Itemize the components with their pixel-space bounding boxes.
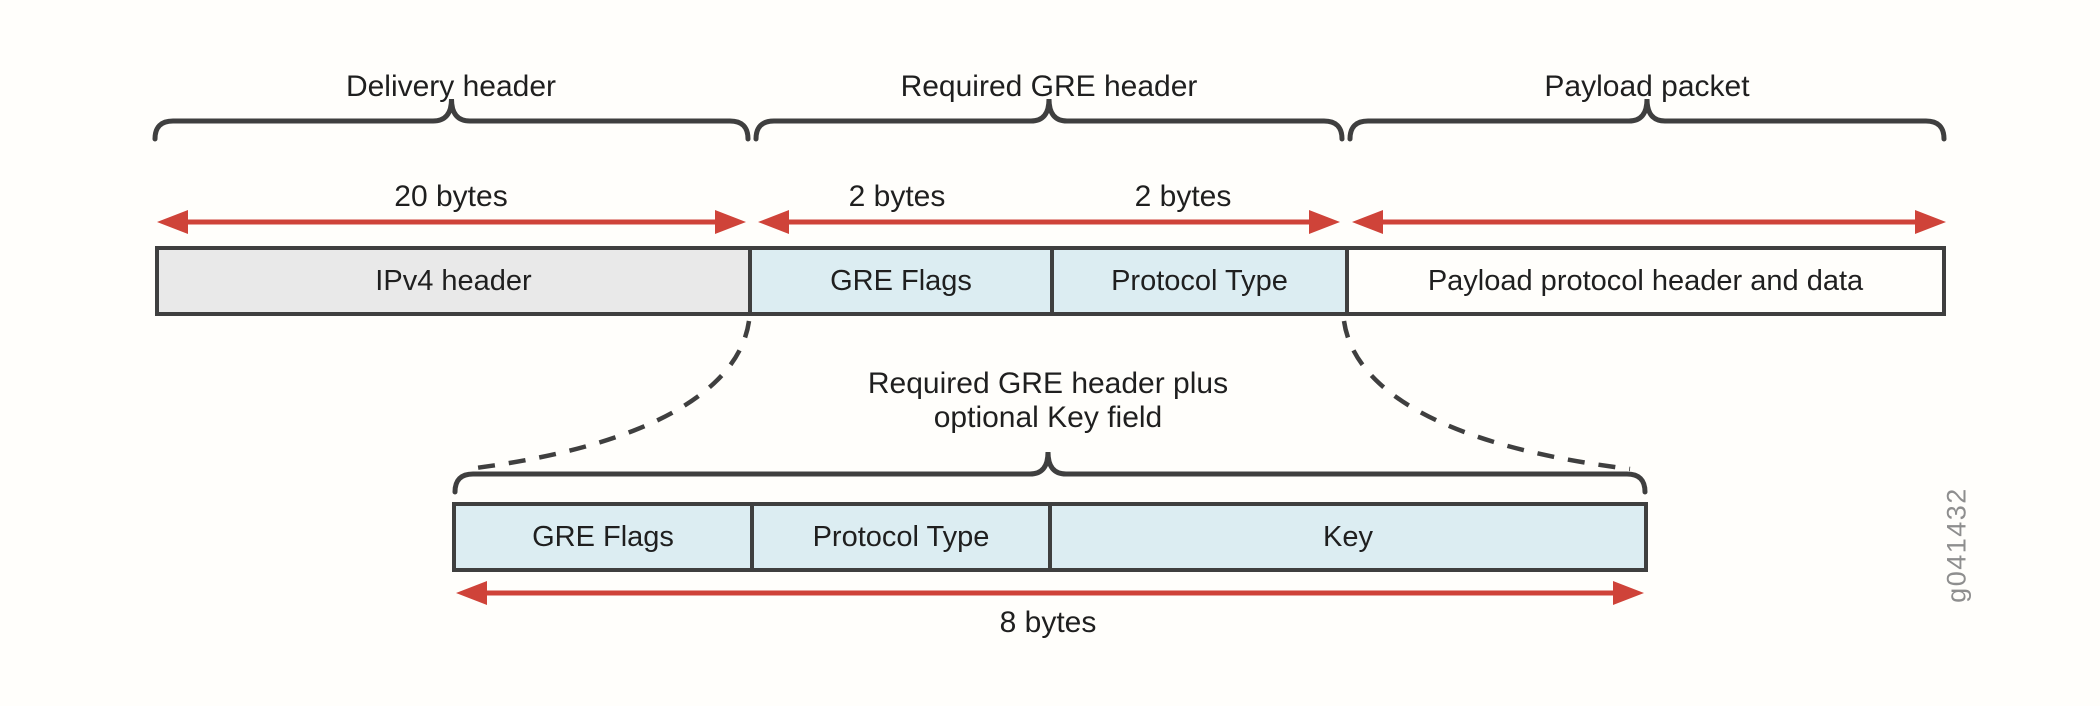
size-label-protocol-type-2-bytes: 2 bytes xyxy=(1134,180,1232,213)
field-box-ipv4-header: IPv4 header xyxy=(155,246,752,316)
arrow-gre-header-bytes xyxy=(758,210,1340,234)
section-label-payload-packet: Payload packet xyxy=(1544,70,1750,103)
figure-id-watermark: g041432 xyxy=(1941,487,1972,603)
size-label-gre-flags-2-bytes: 2 bytes xyxy=(848,180,946,213)
expanded-label-key: Key xyxy=(1323,520,1373,553)
expanded-box-protocol-type: Protocol Type xyxy=(750,502,1052,572)
brace-payload-packet xyxy=(1347,98,1947,142)
size-label-8-bytes: 8 bytes xyxy=(999,606,1097,639)
arrow-8-bytes xyxy=(456,581,1644,605)
expanded-label-gre-flags: GRE Flags xyxy=(532,520,674,553)
field-box-protocol-type: Protocol Type xyxy=(1050,246,1349,316)
brace-expanded-gre-header xyxy=(452,451,1648,495)
field-label-ipv4-header: IPv4 header xyxy=(375,264,532,297)
section-label-delivery-header: Delivery header xyxy=(345,70,557,103)
brace-required-gre-header xyxy=(753,98,1345,142)
field-label-payload: Payload protocol header and data xyxy=(1427,264,1864,297)
section-label-required-gre-header: Required GRE header xyxy=(900,70,1198,103)
expanded-box-key: Key xyxy=(1048,502,1648,572)
arrow-payload-packet xyxy=(1352,210,1946,234)
dashed-connector-left xyxy=(467,320,752,472)
dashed-connector-right xyxy=(1341,320,1631,472)
size-label-20-bytes: 20 bytes xyxy=(394,180,508,213)
field-label-gre-flags: GRE Flags xyxy=(830,264,972,297)
expanded-box-gre-flags: GRE Flags xyxy=(452,502,754,572)
caption-expanded-gre-header: Required GRE header plus optional Key fi… xyxy=(867,367,1229,434)
brace-delivery-header xyxy=(152,98,751,142)
field-box-payload: Payload protocol header and data xyxy=(1345,246,1946,316)
expanded-label-protocol-type: Protocol Type xyxy=(812,520,990,553)
arrow-20-bytes xyxy=(157,210,746,234)
field-label-protocol-type: Protocol Type xyxy=(1111,264,1288,297)
field-box-gre-flags: GRE Flags xyxy=(748,246,1054,316)
